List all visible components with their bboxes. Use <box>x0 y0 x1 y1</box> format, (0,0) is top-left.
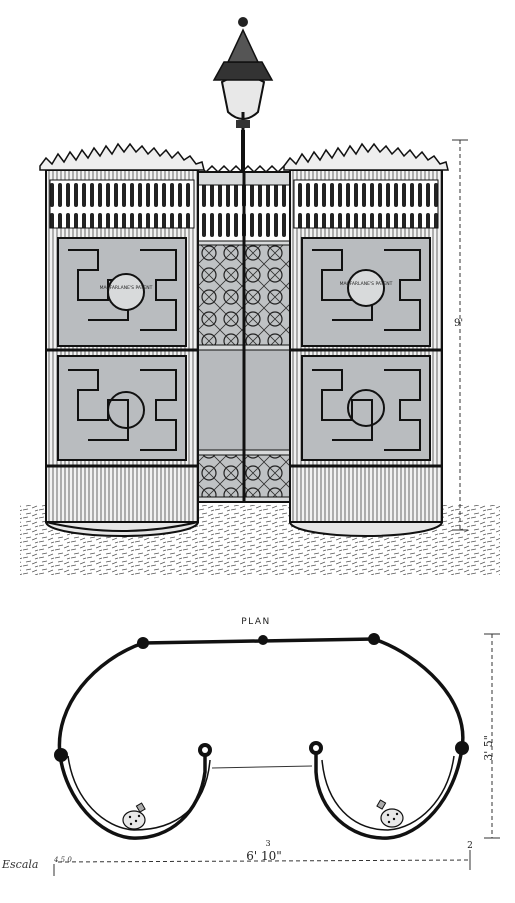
elevation-view: MACFARLANE'S PATENT MACFARLANE'S PATENT … <box>20 17 500 575</box>
central-screen <box>195 164 293 503</box>
left-lower-panel <box>57 355 187 461</box>
left-patent-plate <box>107 273 145 311</box>
post-dot <box>54 748 68 762</box>
height-dimension-label: 9' <box>454 318 463 329</box>
post-dot <box>455 741 469 755</box>
post-dot <box>137 637 149 649</box>
right-patent-plate <box>347 269 385 307</box>
plan-view: PLAN 3' 5" <box>1 617 500 876</box>
width-dimension: 6' 10" 3 2 <box>57 839 473 870</box>
left-plate-text: MACFARLANE'S PATENT <box>100 285 153 291</box>
lamp <box>212 17 274 175</box>
depth-dimension-label: 3' 5" <box>482 735 495 761</box>
plan-screen-line <box>211 765 313 769</box>
right-drain <box>376 799 404 828</box>
left-drum: MACFARLANE'S PATENT <box>39 142 205 537</box>
right-drum: MACFARLANE'S PATENT <box>283 142 449 537</box>
width-dimension-label: 6' 10" <box>246 849 282 863</box>
post-dot <box>368 633 380 645</box>
height-dimension: 9' <box>452 139 468 531</box>
left-drain <box>122 802 146 830</box>
right-lower-panel <box>301 355 431 461</box>
scale-label: Escala <box>1 858 38 871</box>
depth-dimension: 3' 5" <box>482 633 500 839</box>
right-plate-text: MACFARLANE'S PATENT <box>340 281 393 287</box>
width-tick-label: 3 <box>265 839 270 848</box>
plan-outline <box>57 637 465 840</box>
scale-marks: 4 5 0 <box>53 856 72 864</box>
post-dot <box>258 635 268 645</box>
right-tick-label: 2 <box>467 841 473 851</box>
scale-annotation: Escala 4 5 0 <box>1 856 72 876</box>
plan-title: PLAN <box>241 617 271 627</box>
